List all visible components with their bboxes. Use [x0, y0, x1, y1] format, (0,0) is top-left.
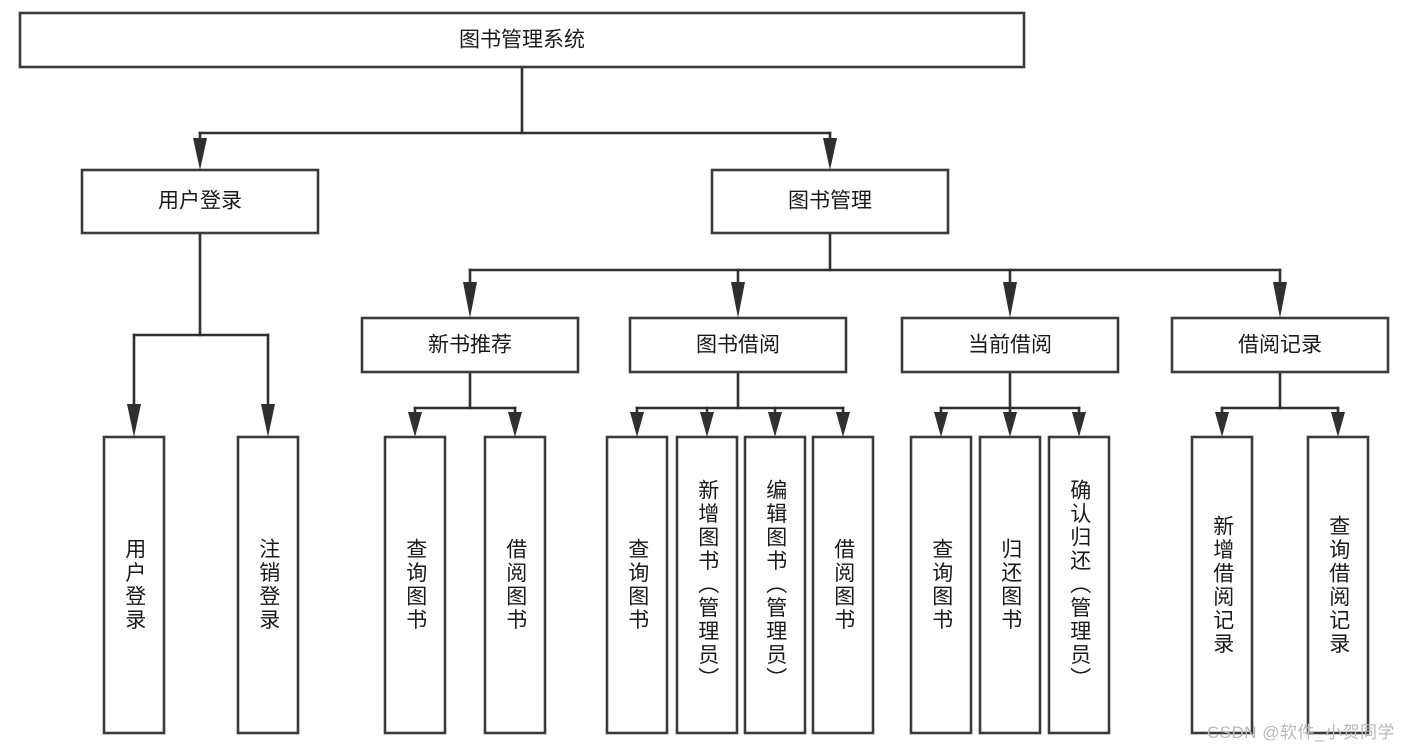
- arrow-to-leaf-12: [1215, 412, 1229, 437]
- node-borrow-rec-label: 借阅记录: [1238, 334, 1322, 357]
- node-leaf-5-label-wrap: 查询图书: [607, 437, 667, 733]
- node-book-manage[interactable]: 图书管理: [710, 168, 950, 235]
- node-leaf-13-label-wrap: 查询借阅记录: [1308, 437, 1368, 733]
- node-leaf-9-label-wrap: 查询图书: [911, 437, 971, 733]
- node-leaf-10-label: 归还图书: [998, 538, 1022, 632]
- arrow-to-new-book-rec: [463, 282, 477, 318]
- node-leaf-12-label-wrap: 新增借阅记录: [1192, 437, 1252, 733]
- node-leaf-5[interactable]: 查询图书: [605, 435, 669, 735]
- node-leaf-9-label: 查询图书: [929, 538, 953, 632]
- node-leaf-4-label: 借阅图书: [503, 538, 527, 632]
- node-user-login[interactable]: 用户登录: [80, 168, 320, 235]
- node-leaf-1[interactable]: 用户登录: [102, 435, 166, 735]
- node-borrow-rec-box[interactable]: [1170, 316, 1390, 374]
- node-cur-borrow[interactable]: 当前借阅: [900, 316, 1120, 374]
- arrow-to-leaf-8: [836, 412, 850, 437]
- node-leaf-2-label-wrap: 注销登录: [238, 437, 298, 733]
- node-leaf-8[interactable]: 借阅图书: [811, 435, 875, 735]
- arrow-to-leaf-10: [1003, 412, 1017, 437]
- node-leaf-2-box[interactable]: [236, 435, 300, 735]
- node-leaf-13[interactable]: 查询借阅记录: [1306, 435, 1370, 735]
- node-leaf-11-label: 确认归还（管理员）: [1067, 479, 1091, 691]
- arrow-to-leaf-7: [768, 412, 782, 437]
- arrow-to-cur-borrow: [1003, 282, 1017, 318]
- node-leaf-10[interactable]: 归还图书: [978, 435, 1042, 735]
- node-leaf-10-label-wrap: 归还图书: [980, 437, 1040, 733]
- node-new-book-rec[interactable]: 新书推荐: [360, 316, 580, 374]
- node-leaf-6-label: 新增图书（管理员）: [695, 479, 719, 691]
- node-leaf-7-label-wrap: 编辑图书（管理员）: [745, 437, 805, 733]
- node-leaf-8-box[interactable]: [811, 435, 875, 735]
- node-leaf-5-box[interactable]: [605, 435, 669, 735]
- arrow-to-borrow-rec: [1273, 282, 1287, 318]
- node-user-login-label: 用户登录: [158, 190, 242, 213]
- node-leaf-6-label-wrap: 新增图书（管理员）: [677, 437, 737, 733]
- node-leaf-9-box[interactable]: [909, 435, 973, 735]
- node-user-login-box[interactable]: [80, 168, 320, 235]
- node-leaf-1-label-wrap: 用户登录: [104, 437, 164, 733]
- node-new-book-rec-label: 新书推荐: [428, 334, 512, 357]
- arrow-to-leaf-2: [261, 404, 275, 437]
- node-leaf-1-label: 用户登录: [122, 538, 146, 632]
- node-leaf-7-label: 编辑图书（管理员）: [763, 479, 787, 691]
- node-leaf-3-label: 查询图书: [403, 538, 427, 632]
- node-leaf-2-label: 注销登录: [256, 538, 280, 632]
- node-leaf-13-label: 查询借阅记录: [1326, 514, 1350, 656]
- edge-layer: [127, 65, 1345, 437]
- arrow-to-leaf-6: [700, 412, 714, 437]
- arrow-to-leaf-3: [408, 412, 422, 437]
- arrow-to-leaf-13: [1331, 412, 1345, 437]
- node-book-manage-box[interactable]: [710, 168, 950, 235]
- node-borrow-rec[interactable]: 借阅记录: [1170, 316, 1390, 374]
- node-cur-borrow-box[interactable]: [900, 316, 1120, 374]
- arrow-to-leaf-9: [934, 412, 948, 437]
- node-leaf-4[interactable]: 借阅图书: [483, 435, 547, 735]
- node-cur-borrow-label: 当前借阅: [968, 334, 1052, 357]
- node-book-borrow-label: 图书借阅: [696, 334, 780, 357]
- node-book-borrow-box[interactable]: [628, 316, 848, 374]
- arrow-to-book-borrow: [731, 282, 745, 318]
- node-book-borrow[interactable]: 图书借阅: [628, 316, 848, 374]
- node-leaf-2[interactable]: 注销登录: [236, 435, 300, 735]
- node-leaf-6-box[interactable]: [675, 435, 739, 735]
- node-book-manage-label: 图书管理: [788, 190, 872, 213]
- arrow-root-to-book-manage: [823, 138, 837, 170]
- node-leaf-12[interactable]: 新增借阅记录: [1190, 435, 1254, 735]
- node-leaf-3-label-wrap: 查询图书: [385, 437, 445, 733]
- node-leaf-12-box[interactable]: [1190, 435, 1254, 735]
- node-leaf-7-box[interactable]: [743, 435, 807, 735]
- arrow-to-leaf-1: [127, 404, 141, 437]
- node-leaf-6[interactable]: 新增图书（管理员）: [675, 435, 739, 735]
- node-leaf-4-box[interactable]: [483, 435, 547, 735]
- node-root-box[interactable]: [18, 11, 1026, 69]
- node-leaf-4-label-wrap: 借阅图书: [485, 437, 545, 733]
- node-leaf-8-label-wrap: 借阅图书: [813, 437, 873, 733]
- arrow-to-leaf-5: [630, 412, 644, 437]
- arrow-to-leaf-11: [1072, 412, 1086, 437]
- node-leaf-8-label: 借阅图书: [831, 538, 855, 632]
- node-leaf-7[interactable]: 编辑图书（管理员）: [743, 435, 807, 735]
- node-root[interactable]: 图书管理系统: [18, 11, 1026, 69]
- node-root-label: 图书管理系统: [459, 29, 585, 52]
- node-leaf-10-box[interactable]: [978, 435, 1042, 735]
- node-leaf-1-box[interactable]: [102, 435, 166, 735]
- node-leaf-3[interactable]: 查询图书: [383, 435, 447, 735]
- arrow-root-to-user-login: [193, 138, 207, 170]
- arrow-to-leaf-4: [508, 412, 522, 437]
- node-leaf-5-label: 查询图书: [625, 538, 649, 632]
- node-leaf-13-box[interactable]: [1306, 435, 1370, 735]
- node-leaf-12-label: 新增借阅记录: [1210, 514, 1234, 656]
- node-new-book-rec-box[interactable]: [360, 316, 580, 374]
- node-leaf-11-label-wrap: 确认归还（管理员）: [1049, 437, 1109, 733]
- node-leaf-3-box[interactable]: [383, 435, 447, 735]
- node-leaf-11-box[interactable]: [1047, 435, 1111, 735]
- node-leaf-9[interactable]: 查询图书: [909, 435, 973, 735]
- node-leaf-11[interactable]: 确认归还（管理员）: [1047, 435, 1111, 735]
